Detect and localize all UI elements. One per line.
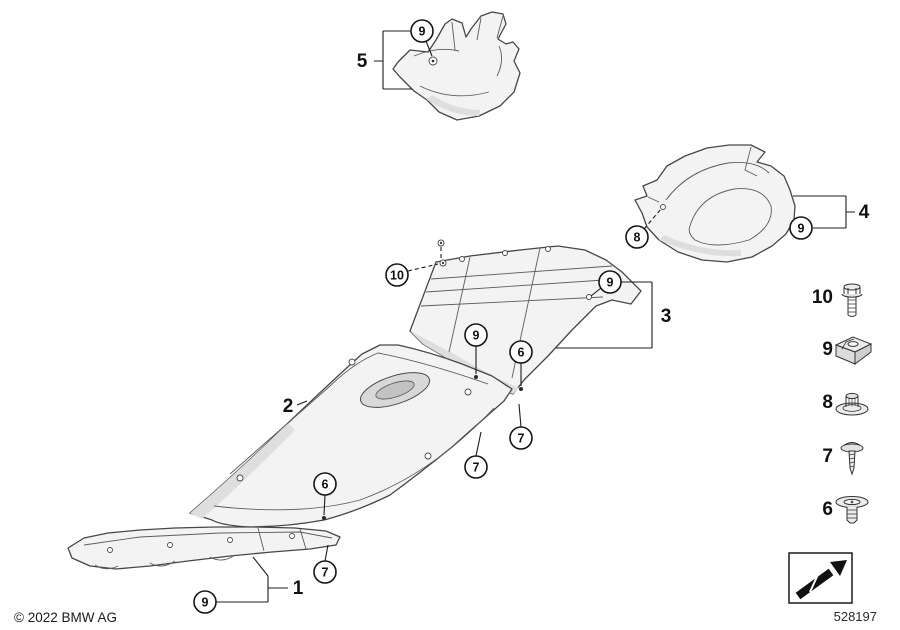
leader-lines <box>216 30 855 603</box>
svg-text:10: 10 <box>390 269 404 283</box>
travel-direction-arrow-icon <box>795 560 847 600</box>
plastic-nut-icon <box>835 392 869 416</box>
part-label-2: 2 <box>283 396 294 417</box>
svg-text:9: 9 <box>798 222 805 236</box>
travel-direction-indicator <box>788 552 853 604</box>
svg-text:7: 7 <box>473 461 480 475</box>
fastener-legend: 10 9 8 7 <box>812 283 873 524</box>
svg-text:9: 9 <box>607 276 614 290</box>
legend-number-6: 6 <box>822 499 833 520</box>
svg-text:7: 7 <box>322 566 329 580</box>
callout-6-front-panel: 6 <box>313 472 337 496</box>
copyright-text: © 2022 BMW AG <box>14 610 117 625</box>
callout-8-wheel-arch: 8 <box>625 225 649 249</box>
svg-text:9: 9 <box>202 596 209 610</box>
legend-number-8: 8 <box>822 392 833 413</box>
svg-text:8: 8 <box>634 231 641 245</box>
part-label-4: 4 <box>859 202 870 223</box>
callout-10-rear-panel: 10 <box>385 263 409 287</box>
diagram-number: 528197 <box>834 609 877 624</box>
legend-number-7: 7 <box>822 446 833 467</box>
svg-text:6: 6 <box>518 346 525 360</box>
expansion-rivet-icon <box>835 496 869 524</box>
part-2-underfloor-panel-front-drawing <box>189 344 513 528</box>
callout-9-wheel-arch: 9 <box>789 216 813 240</box>
part-1-sill-cover-drawing <box>67 526 341 570</box>
legend-number-9: 9 <box>822 339 833 360</box>
svg-text:9: 9 <box>473 329 480 343</box>
svg-text:9: 9 <box>419 25 426 39</box>
part-label-1: 1 <box>293 578 304 599</box>
callout-6-rear-panel: 6 <box>509 340 533 364</box>
svg-text:6: 6 <box>322 478 329 492</box>
hex-flange-bolt-icon <box>841 283 863 317</box>
callout-7-sill-cover: 7 <box>313 560 337 584</box>
callout-9-rear-panel-right: 9 <box>598 270 622 294</box>
callout-9-heat-shield: 9 <box>410 19 434 43</box>
callout-7-rear-panel: 7 <box>509 426 533 450</box>
callout-7-front-panel: 7 <box>464 455 488 479</box>
part-5-heat-shield-drawing <box>392 11 521 121</box>
part-label-5: 5 <box>357 51 368 72</box>
legend-number-10: 10 <box>812 287 833 308</box>
callout-9-rear-panel-mid: 9 <box>464 323 488 347</box>
cage-nut-clip-icon <box>834 336 873 365</box>
callout-9-sill-cover: 9 <box>193 590 217 614</box>
svg-text:7: 7 <box>518 432 525 446</box>
part-label-3: 3 <box>661 306 672 327</box>
self-tapping-screw-icon <box>840 442 864 476</box>
part-4-wheel-arch-cover-drawing <box>634 144 796 263</box>
